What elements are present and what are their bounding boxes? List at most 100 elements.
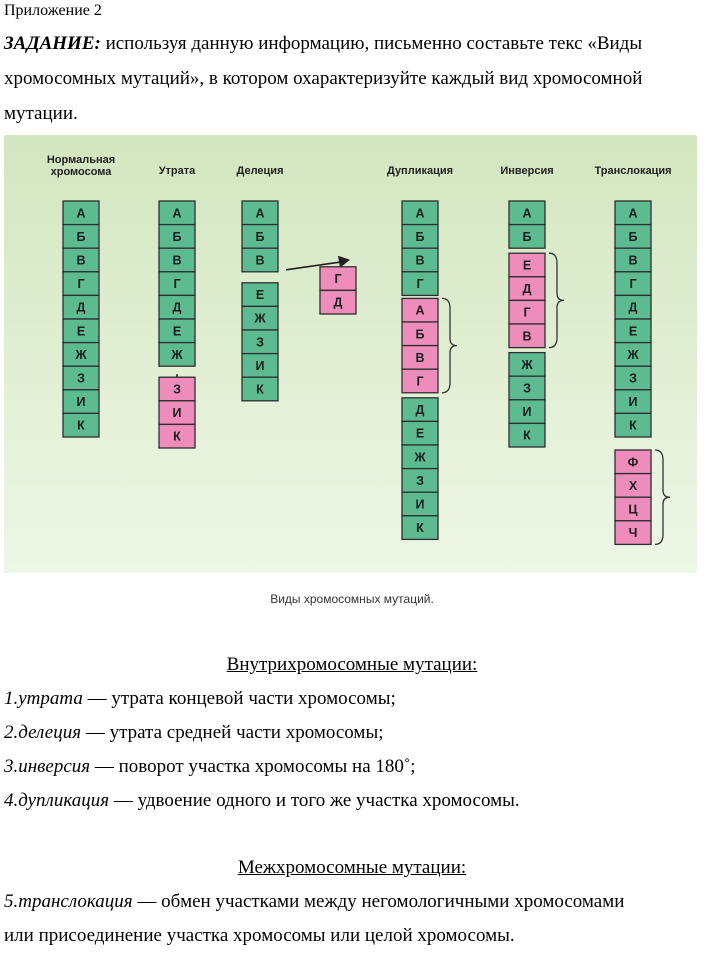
gene-cell-c4-g2-3-box <box>508 422 546 448</box>
gene-cell-c1-g0-2-letter: В <box>172 254 181 268</box>
gene-cell-c4-g1-0-letter: Е <box>523 259 531 273</box>
gene-cell-c0-g0-1-letter: Б <box>77 230 86 244</box>
gene-cell-c3-g1-1-letter: Б <box>416 327 425 341</box>
gene-cell-c4-g1-3-box <box>508 323 546 349</box>
gene-cell-c2-g1-4-letter: К <box>256 383 264 397</box>
inter-item-5-continuation: или присоединение участка хромосомы или … <box>4 925 515 946</box>
gene-cell-c1-g0-6-box <box>158 341 196 367</box>
brace-c5-g1 <box>654 449 671 546</box>
gene-cell-c0-g0-4-letter: Д <box>77 301 86 315</box>
gene-cell-c4-g1-1-letter: Д <box>523 282 532 296</box>
gene-cell-c4-g1-3-letter: В <box>522 329 531 343</box>
gene-cell-c2-g0-2-box <box>241 247 279 273</box>
gene-cell-c4-g2-3-letter: К <box>523 429 531 443</box>
column-title-5-0: Транслокация <box>594 165 671 177</box>
column-title-1-0: Утрата <box>159 165 196 177</box>
column-title-2-0: Делеция <box>237 165 284 177</box>
chromosome-diagram: НормальнаяхромосомаАБВГДЕЖЗИКУтратаАБВГД… <box>47 154 672 546</box>
column-title-0-0: Нормальная <box>47 154 115 166</box>
gene-cell-c3-g2-1-letter: Е <box>416 427 424 441</box>
task-paragraph: ЗАДАНИЕ: используя данную информацию, пи… <box>4 26 694 131</box>
intra-item-4-term: 4.дупликация <box>4 790 110 811</box>
gene-cell-c0-g0-7-letter: З <box>77 372 85 386</box>
gene-cell-c5-g0-0-letter: А <box>628 206 637 220</box>
gene-cell-c3-g0-1-letter: Б <box>416 230 425 244</box>
brace-c3-g1 <box>441 297 458 394</box>
gene-cell-c1-g1-1-letter: И <box>173 406 182 420</box>
gene-cell-c5-g0-1-letter: Б <box>629 230 638 244</box>
brace-c4-g1 <box>548 252 565 349</box>
gene-cell-c1-g0-4-letter: Д <box>173 301 182 315</box>
gene-cell-c1-g0-1-letter: Б <box>173 230 182 244</box>
intra-item-4-text: — удвоение одного и того же участка хром… <box>109 790 520 811</box>
intra-item-1: 1.утрата — утрата концевой части хромосо… <box>4 688 396 710</box>
gene-cell-c3-g2-5-box <box>401 515 439 541</box>
gene-cell-c5-g0-8-letter: И <box>629 395 638 409</box>
intra-item-3: 3.инверсия — поворот участка хромосомы н… <box>4 756 416 778</box>
gene-cell-c2-g1-3-letter: И <box>256 359 265 373</box>
gene-cell-c4-g2-2-letter: И <box>523 405 532 419</box>
intra-item-1-term: 1.утрата <box>4 688 83 709</box>
gene-cell-c3-g0-3-box <box>401 271 439 297</box>
gene-cell-c2-g1-0-letter: Е <box>256 288 264 302</box>
gene-cell-c4-g0-0-letter: А <box>522 206 531 220</box>
gene-cell-c5-g1-2-letter: Ц <box>628 503 638 517</box>
deleted-cell-0-letter: Г <box>334 272 341 286</box>
gene-cell-c5-g0-4-letter: Д <box>629 301 638 315</box>
column-title-0-1: хромосома <box>51 166 113 178</box>
gene-cell-c5-g0-3-letter: Г <box>629 277 636 291</box>
gene-cell-c1-g0-3-letter: Г <box>173 277 180 291</box>
gene-cell-c3-g2-5-letter: К <box>416 521 424 535</box>
gene-cell-c3-g2-3-letter: З <box>416 474 424 488</box>
gene-cell-c1-g0-5-letter: Е <box>173 324 181 338</box>
gene-cell-c4-g0-1-box <box>508 223 546 249</box>
gene-cell-c0-g0-6-letter: Ж <box>74 348 87 362</box>
task-text: используя данную информацию, письменно с… <box>4 33 643 124</box>
gene-cell-c4-g0-1-letter: Б <box>523 230 532 244</box>
intra-item-2: 2.делеция — утрата средней части хромосо… <box>4 722 384 744</box>
gene-cell-c1-g1-2-box <box>158 423 196 449</box>
arrow-right-head <box>338 255 350 268</box>
arrow-right-shaft <box>285 261 343 271</box>
gene-cell-c0-g0-8-letter: И <box>77 395 86 409</box>
gene-cell-c0-g0-5-letter: Е <box>77 324 85 338</box>
inter-item-5: 5.транслокация — обмен участками между н… <box>4 891 624 913</box>
gene-cell-c5-g0-9-box <box>614 412 652 438</box>
intra-item-3-text: — поворот участка хромосомы на 180˚; <box>90 756 416 777</box>
intra-heading: Внутрихромосомные мутации: <box>226 654 478 675</box>
gene-cell-c3-g1-3-letter: Г <box>416 375 423 389</box>
gene-cell-c0-g0-9-letter: К <box>77 419 85 433</box>
gene-cell-c4-g2-1-letter: З <box>523 382 531 396</box>
gene-cell-c4-g2-0-letter: Ж <box>520 358 533 372</box>
gene-cell-c5-g1-1-letter: Х <box>629 479 638 493</box>
gene-cell-c5-g0-5-letter: Е <box>629 324 637 338</box>
gene-cell-c3-g0-0-letter: А <box>415 206 424 220</box>
deleted-cell-1-letter: Д <box>334 296 343 310</box>
appendix-label: Приложение 2 <box>4 2 102 19</box>
gene-cell-c3-g1-2-letter: В <box>415 351 424 365</box>
intra-item-3-term: 3.инверсия <box>4 756 91 777</box>
inter-item-5-text: — обмен участками между негомологичными … <box>132 891 625 912</box>
gene-cell-c0-g0-0-letter: А <box>76 206 85 220</box>
gene-cell-c5-g0-7-letter: З <box>629 372 637 386</box>
gene-cell-c2-g1-1-letter: Ж <box>253 312 266 326</box>
gene-cell-c5-g1-0-letter: Ф <box>628 455 639 469</box>
gene-cell-c5-g1-3-letter: Ч <box>629 526 638 540</box>
intra-item-4: 4.дупликация — удвоение одного и того же… <box>4 790 520 812</box>
gene-cell-c4-g1-2-letter: Г <box>523 306 530 320</box>
intra-item-2-term: 2.делеция <box>4 722 82 743</box>
gene-cell-c1-g1-2-letter: К <box>173 430 181 444</box>
gene-cell-c0-g0-9-box <box>62 412 100 438</box>
gene-cell-c3-g1-3-box <box>401 368 439 394</box>
gene-cell-c5-g0-9-letter: К <box>629 419 637 433</box>
task-label: ЗАДАНИЕ: <box>4 33 101 54</box>
gene-cell-c0-g0-3-letter: Г <box>77 277 84 291</box>
gene-cell-c3-g0-2-letter: В <box>415 254 424 268</box>
gene-cell-c1-g1-0-letter: З <box>173 383 181 397</box>
gene-cell-c2-g0-0-letter: А <box>255 206 264 220</box>
intra-item-2-text: — утрата средней части хромосомы; <box>81 722 384 743</box>
gene-cell-c2-g0-1-letter: Б <box>256 230 265 244</box>
gene-cell-c2-g0-2-letter: В <box>255 254 264 268</box>
gene-cell-c5-g0-6-letter: Ж <box>626 348 639 362</box>
